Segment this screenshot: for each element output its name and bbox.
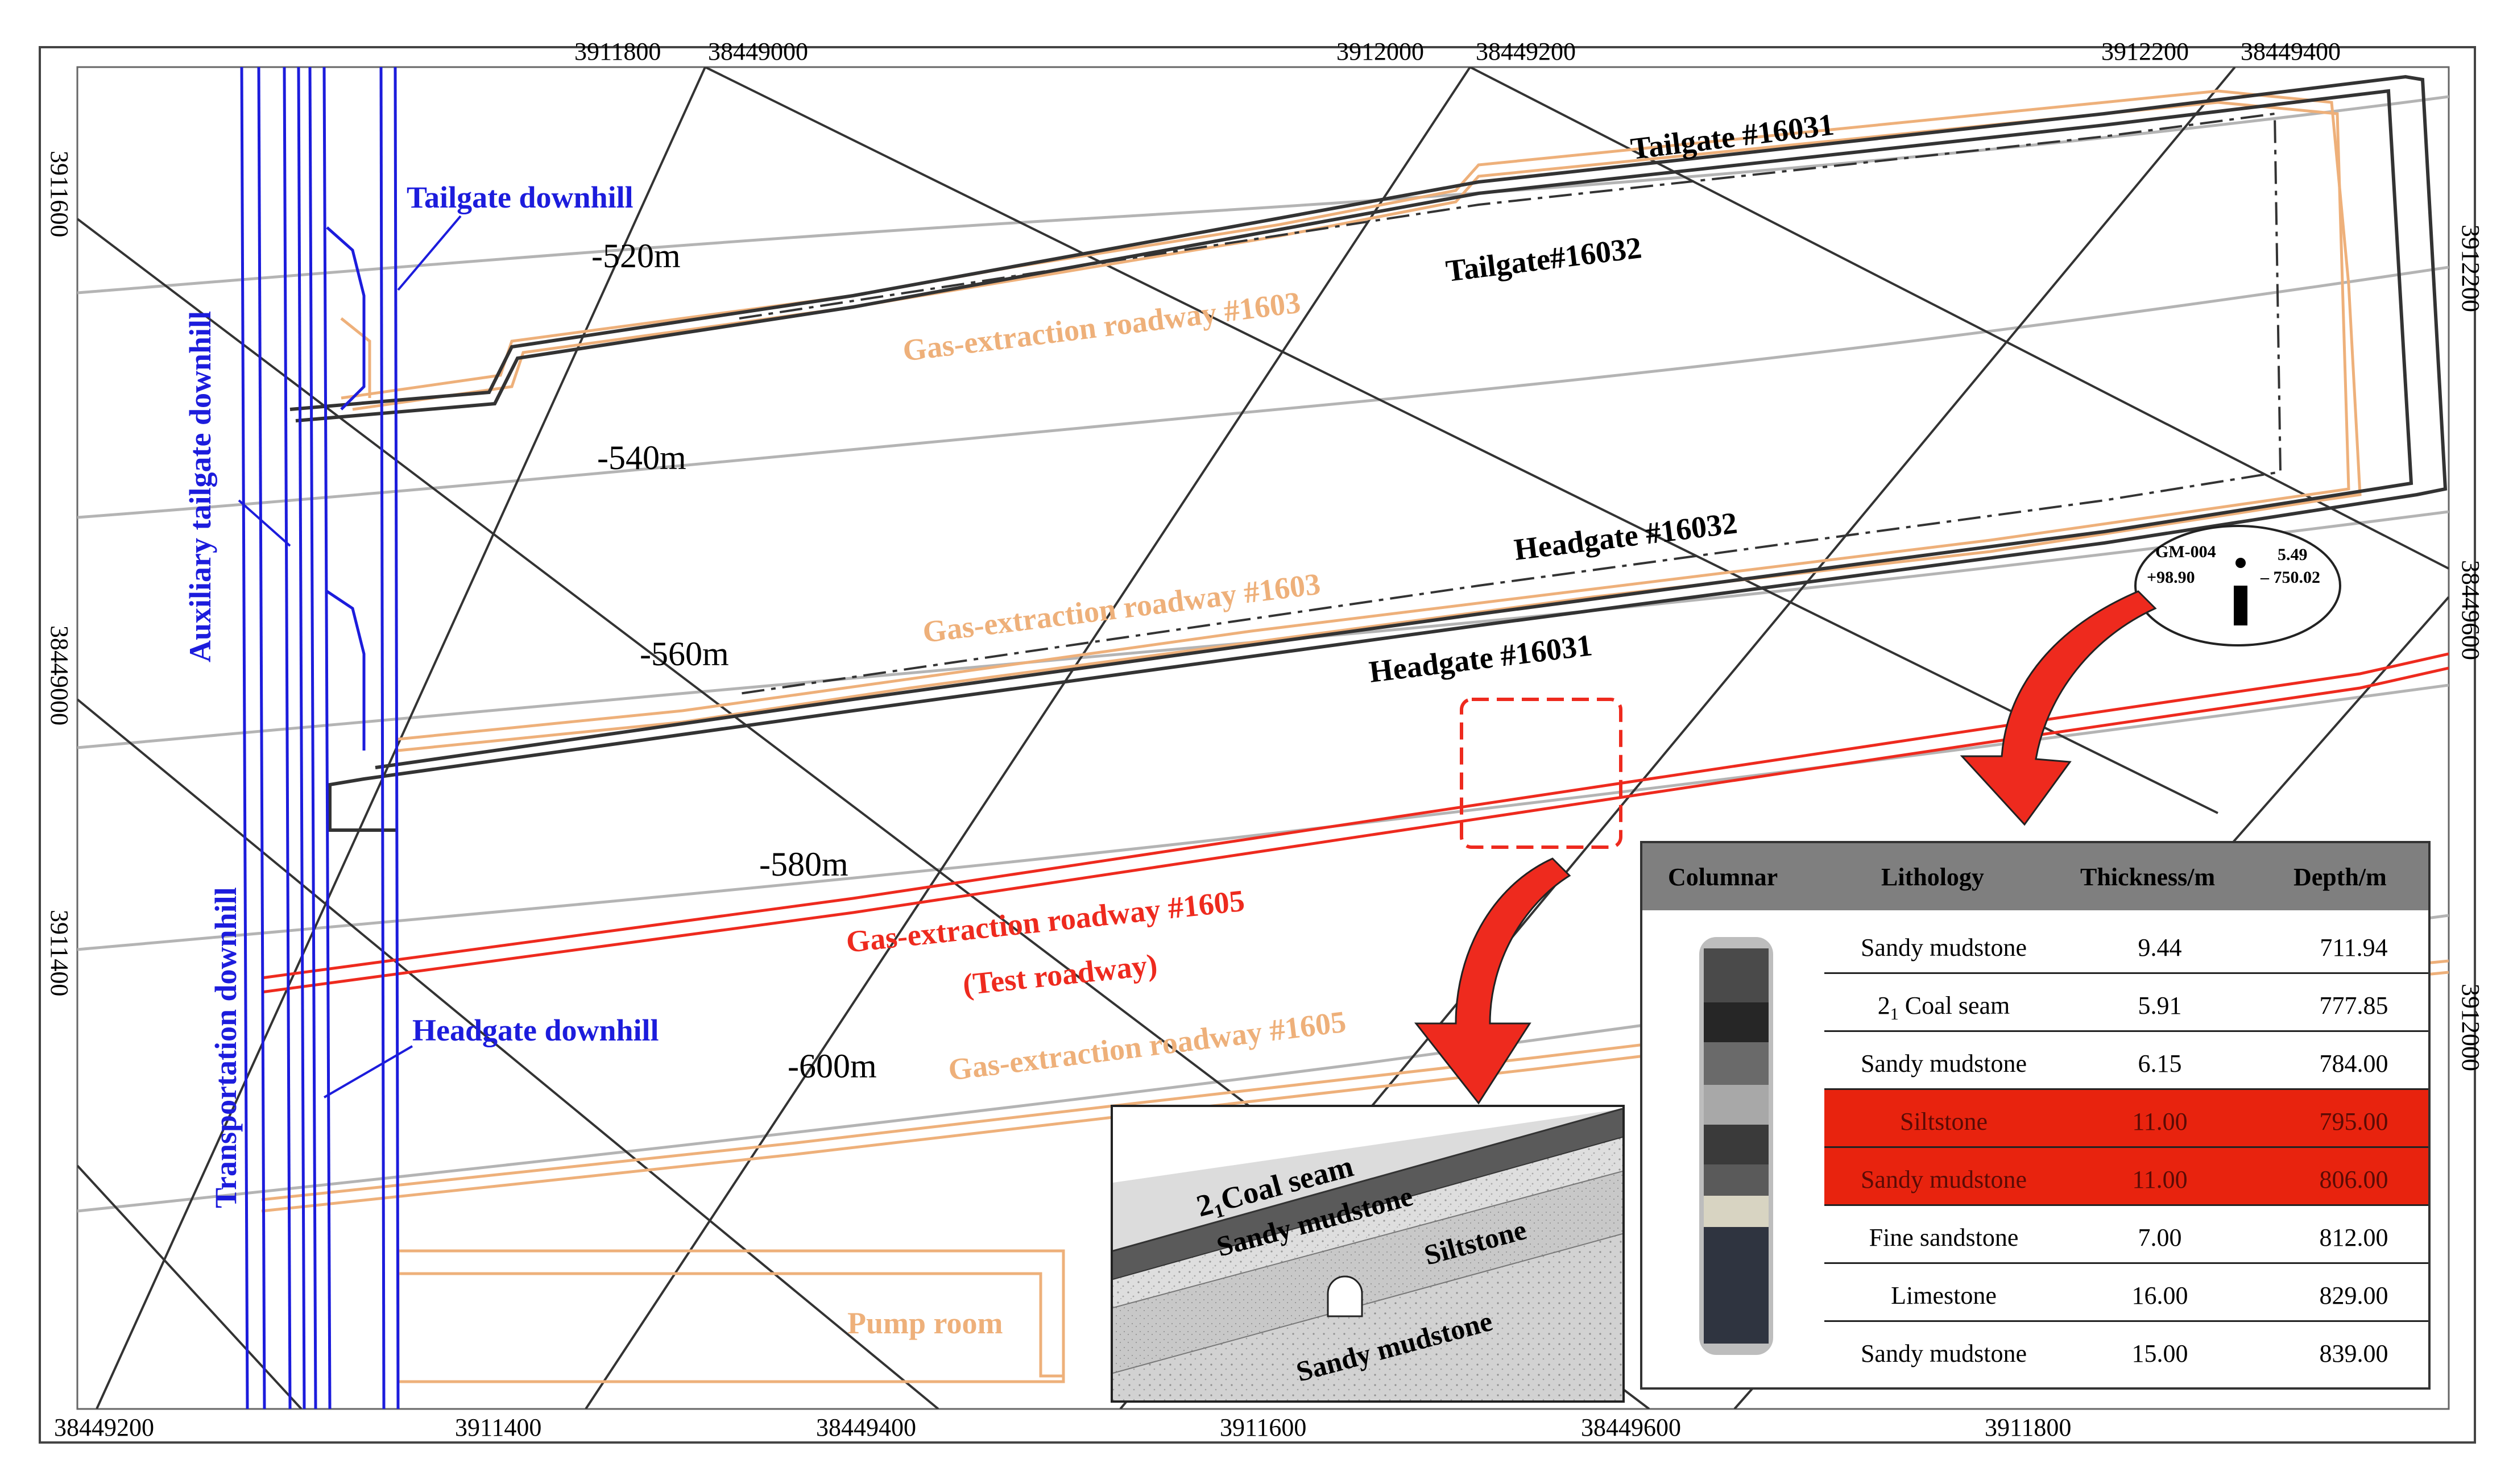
label-pump-room: Pump room <box>847 1306 1003 1340</box>
top-coord-5: 3912200 <box>2101 38 2189 65</box>
top-coord-2: 38449000 <box>708 38 808 65</box>
bottom-coord-2: 3911400 <box>455 1413 541 1441</box>
contour-label-600: -600m <box>788 1047 877 1085</box>
bottom-coord-3: 38449400 <box>816 1413 916 1441</box>
label-tailgate-downhill: Tailgate downhill <box>407 180 634 214</box>
header-lithology: Lithology <box>1881 863 1984 891</box>
top-coord-3: 3912000 <box>1336 38 1424 65</box>
section-callout-box <box>1460 698 1622 849</box>
label-test-roadway: (Test roadway) <box>961 947 1159 1002</box>
label-gas-1605: Gas-extraction roadway #1605 <box>946 1005 1348 1087</box>
table-header: Columnar Lithology Thickness/m Depth/m <box>1642 843 2428 910</box>
test-roadway-1605 <box>261 652 2449 994</box>
roadway-cross-section <box>1327 1275 1363 1317</box>
arrow-to-table <box>1960 590 2157 826</box>
borehole-id: GM-004 <box>2155 542 2216 561</box>
right-coord-2: 38449600 <box>2457 560 2485 660</box>
contour-label-580: -580m <box>759 845 848 883</box>
label-auxiliary-downhill: Auxiliary tailgate downhill <box>183 311 217 662</box>
working-face-16031 <box>289 74 2448 832</box>
left-coord-3: 3911400 <box>45 910 73 996</box>
header-depth: Depth/m <box>2293 863 2387 891</box>
downhill-roadways <box>240 67 400 1409</box>
outer-frame <box>39 46 2476 1444</box>
inner-frame <box>76 66 2450 1410</box>
header-columnar: Columnar <box>1668 863 1778 891</box>
arrow-to-section <box>1414 857 1571 1105</box>
contour-label-560: -560m <box>640 635 729 673</box>
top-coord-4: 38449200 <box>1476 38 1576 65</box>
left-coord-2: 38449000 <box>45 625 73 726</box>
bottom-coord-6: 3911800 <box>1985 1413 2071 1441</box>
bottom-coord-5: 38449600 <box>1581 1413 1681 1441</box>
table-row: Limestone 16.00 829.00 <box>1824 1264 2428 1322</box>
table-row: Sandy mudstone 6.15 784.00 <box>1824 1032 2428 1090</box>
bottom-coord-1: 38449200 <box>54 1413 154 1441</box>
label-headgate-downhill: Headgate downhill <box>412 1013 659 1047</box>
contour-label-520: -520m <box>591 237 681 275</box>
contour-label-540: -540m <box>597 439 686 476</box>
left-coord-1: 3911600 <box>45 151 73 237</box>
geological-section-inset: 21Coal seam Sandy mudstone Siltstone San… <box>1111 1105 1625 1403</box>
table-row: 21 Coal seam 5.91 777.85 <box>1824 974 2428 1032</box>
label-headgate-16032: Headgate #16032 <box>1512 505 1739 567</box>
label-gas-1603-upper: Gas-extraction roadway #1603 <box>901 285 1302 368</box>
table-row: Fine sandstone 7.00 812.00 <box>1824 1206 2428 1264</box>
table-row-highlighted: Sandy mudstone 11.00 806.00 <box>1824 1148 2428 1206</box>
borehole-gm-004: GM-004 +98.90 5.49 – 750.02 <box>2134 525 2341 646</box>
right-coord-3: 3912000 <box>2457 984 2485 1071</box>
top-coord-6: 38449400 <box>2241 38 2341 65</box>
working-face-16032 <box>739 112 2282 695</box>
lithology-table: Columnar Lithology Thickness/m Depth/m S… <box>1640 841 2431 1390</box>
borehole-value-top: 5.49 <box>2278 545 2308 564</box>
top-coord-1: 3911800 <box>574 38 661 65</box>
borehole-value-bottom: – 750.02 <box>2260 568 2320 587</box>
header-thickness: Thickness/m <box>2080 863 2216 891</box>
table-row-highlighted: Siltstone 11.00 795.00 <box>1824 1090 2428 1148</box>
label-transportation-downhill: Transportation downhill <box>209 887 243 1208</box>
columnar-section <box>1699 937 1773 1355</box>
right-coord-1: 3912200 <box>2457 225 2485 312</box>
label-tailgate-16032: Tailgate#16032 <box>1444 230 1643 288</box>
table-row: Sandy mudstone 9.44 711.94 <box>1824 916 2428 974</box>
borehole-elevation: +98.90 <box>2147 568 2195 587</box>
bottom-coord-4: 3911600 <box>1220 1413 1306 1441</box>
label-gas-1605-test: Gas-extraction roadway #1605 <box>844 884 1246 959</box>
table-row: Sandy mudstone 15.00 839.00 <box>1860 1340 2388 1367</box>
